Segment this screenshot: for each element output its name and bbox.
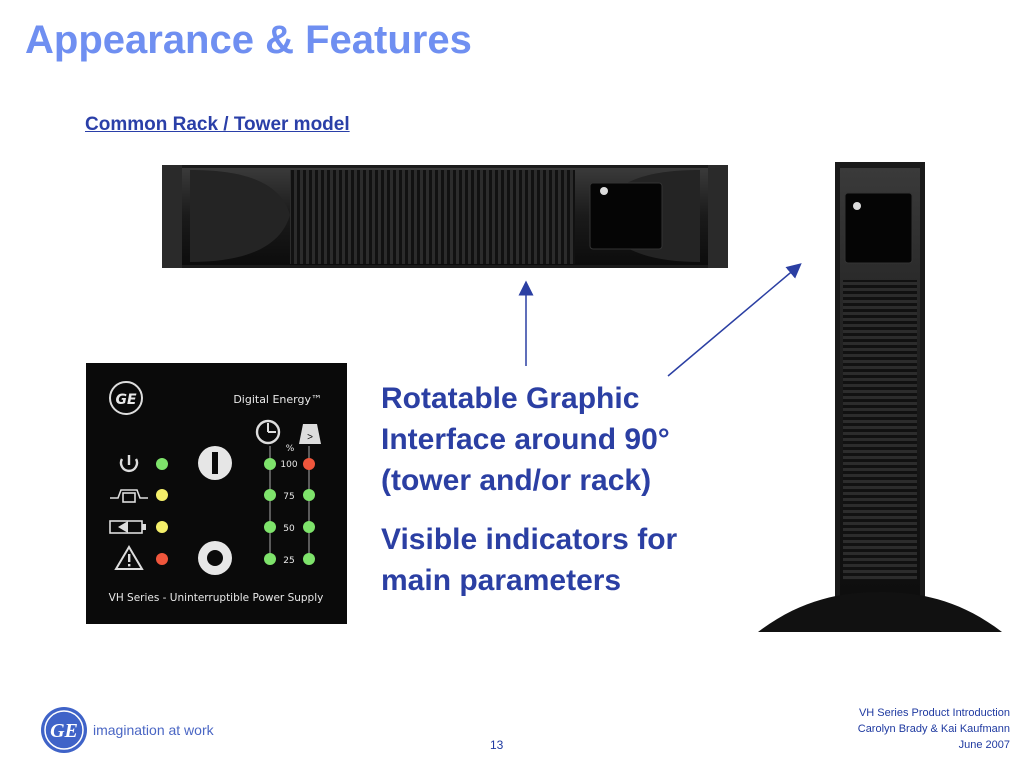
led-battery-50 <box>264 521 276 533</box>
battery-icon <box>109 520 146 534</box>
bypass-icon <box>110 489 148 503</box>
footer-line-1: VH Series Product Introduction <box>858 707 1010 719</box>
led-battery <box>156 521 168 533</box>
led-battery-25 <box>264 553 276 565</box>
led-battery-100 <box>264 458 276 470</box>
led-load-50 <box>303 521 315 533</box>
led-warning <box>156 553 168 565</box>
clock-icon <box>255 419 281 445</box>
led-bypass <box>156 489 168 501</box>
bullet-list: Rotatable Graphic Interface around 90° (… <box>381 378 741 619</box>
slide-title: Appearance & Features <box>25 18 472 62</box>
level-label: 50 <box>283 524 295 534</box>
power-icon <box>119 455 139 472</box>
level-label: 100 <box>280 460 297 470</box>
slide-subtitle: Common Rack / Tower model <box>85 114 350 135</box>
page-number: 13 <box>490 738 504 752</box>
svg-text:GE: GE <box>115 392 136 408</box>
led-power <box>156 458 168 470</box>
off-button[interactable] <box>198 541 232 575</box>
level-label: 25 <box>283 556 294 566</box>
bullet-visible-indicators: Visible indicators for main parameters <box>381 523 678 597</box>
model-label: VH Series - Uninterruptible Power Supply <box>109 592 324 604</box>
level-label: 75 <box>283 492 294 502</box>
warning-icon <box>114 545 144 570</box>
load-weight-icon: > <box>299 424 321 444</box>
brand-label: Digital Energy™ <box>233 393 322 406</box>
led-load-25 <box>303 553 315 565</box>
svg-text:>: > <box>307 432 313 443</box>
led-battery-75 <box>264 489 276 501</box>
footer-line-3: June 2007 <box>958 739 1010 751</box>
footer-tagline: imagination at work <box>93 722 214 738</box>
led-load-100 <box>303 458 315 470</box>
percent-label: % <box>286 444 295 454</box>
led-load-75 <box>303 489 315 501</box>
ge-logo: GE <box>109 381 143 415</box>
on-button[interactable] <box>198 446 232 480</box>
footer-line-2: Carolyn Brady & Kai Kaufmann <box>857 723 1010 735</box>
bullet-rotatable-interface: Rotatable Graphic Interface around 90° (… <box>381 382 670 497</box>
